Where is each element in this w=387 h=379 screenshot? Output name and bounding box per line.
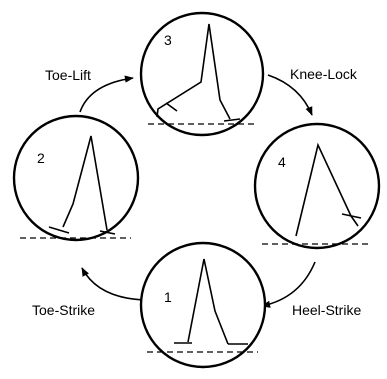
- arrow-toe-lift: [80, 78, 133, 112]
- stage-3-number: 3: [164, 32, 172, 48]
- stage-3: 3: [141, 13, 263, 135]
- toe-strike-label: Toe-Strike: [32, 302, 95, 318]
- toe-lift-label: Toe-Lift: [45, 67, 91, 83]
- stage-4-circle: [255, 124, 379, 248]
- heel-strike-label: Heel-Strike: [292, 302, 361, 318]
- stage-4-number: 4: [278, 154, 286, 170]
- stage-1-number: 1: [164, 289, 172, 305]
- stage-2-circle: [14, 116, 138, 240]
- arrow-heel-strike: [262, 262, 315, 306]
- stage-2: 2: [14, 116, 138, 240]
- stage-2-number: 2: [37, 150, 45, 166]
- knee-lock-label: Knee-Lock: [290, 66, 358, 82]
- stage-1: 1: [141, 243, 265, 367]
- stage-4: 4: [255, 124, 379, 248]
